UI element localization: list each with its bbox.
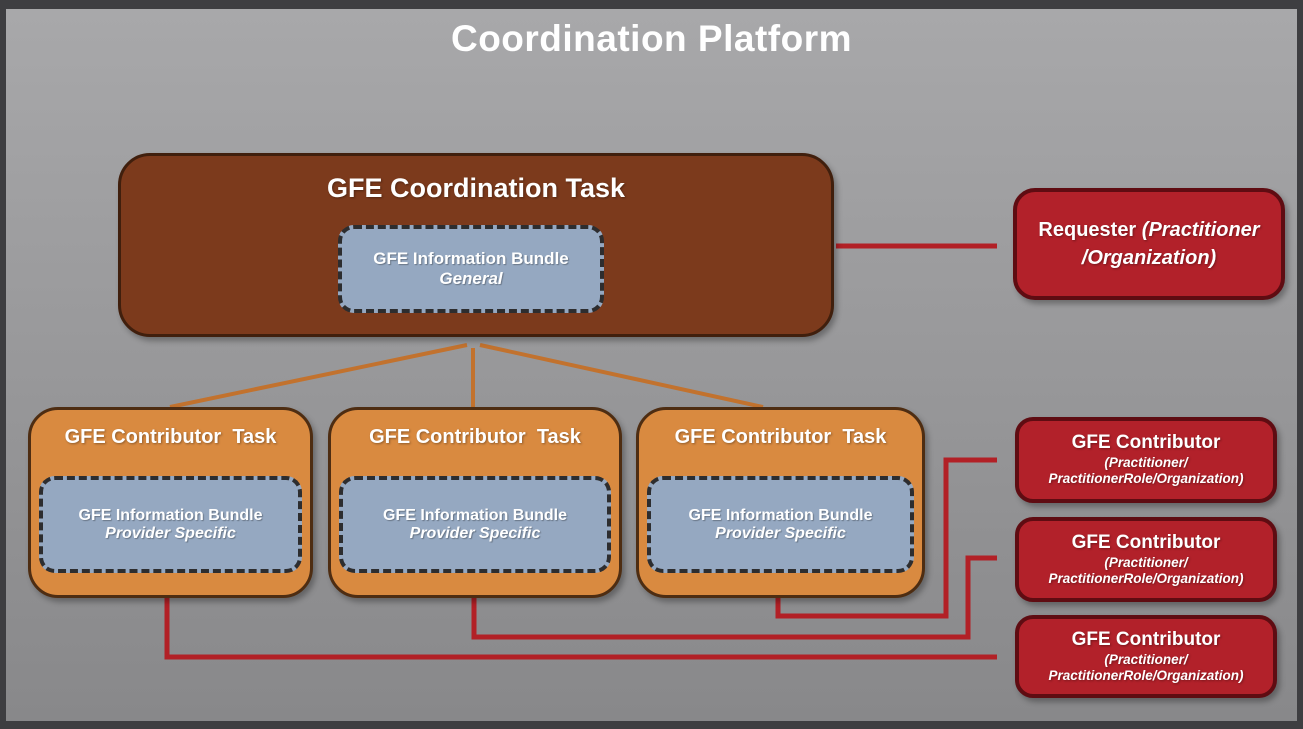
contributor-label: GFE Contributor <box>1071 531 1221 553</box>
requester-box: Requester (Practitioner /Organization) <box>1013 188 1285 300</box>
coordination-task-label: GFE Coordination Task <box>326 173 625 203</box>
diagram-title: Coordination Platform <box>450 18 853 59</box>
arrow-task3-to-coordination <box>479 343 764 409</box>
gfe-contributor-box-1: GFE Contributor (Practitioner/ Practitio… <box>1015 417 1277 503</box>
gfe-information-bundle-provider-box-3: GFE Information Bundle Provider Specific <box>647 476 914 573</box>
arrow-task3-to-contributor1 <box>775 457 997 619</box>
bundle-label: GFE Information Bundle <box>688 506 873 524</box>
gfe-information-bundle-provider-box-1: GFE Information Bundle Provider Specific <box>39 476 302 573</box>
gfe-contributor-task-box-3: GFE Contributor Task GFE Information Bun… <box>636 407 925 598</box>
bundle-label: GFE Information Bundle <box>383 506 567 524</box>
diagram-background <box>6 9 1297 721</box>
contributor-role-line2: PractitionerRole/Organization) <box>1048 471 1244 487</box>
contributor-label: GFE Contributor <box>1071 432 1221 454</box>
bundle-sublabel: Provider Specific <box>409 524 541 542</box>
contributor-label: GFE Contributor <box>1071 628 1221 650</box>
contributor-task-label: GFE Contributor Task <box>64 426 277 448</box>
gfe-contributor-task-box-2: GFE Contributor Task GFE Information Bun… <box>328 407 622 598</box>
arrow-task1-to-contributor3 <box>164 598 997 660</box>
bundle-sublabel: Provider Specific <box>715 524 846 542</box>
requester-role-line2: /Organization) <box>1081 247 1217 269</box>
contributor-role-line1: (Practitioner/ <box>1104 651 1188 667</box>
requester-label: Requester (Practitioner /Organization) <box>1038 216 1259 272</box>
contributor-task-label: GFE Contributor Task <box>369 426 581 448</box>
contributor-task-label: GFE Contributor Task <box>674 426 887 448</box>
arrow-task1-to-coordination <box>169 343 468 409</box>
contributor-role-line2: PractitionerRole/Organization) <box>1048 667 1244 683</box>
gfe-information-bundle-provider-box-2: GFE Information Bundle Provider Specific <box>339 476 611 573</box>
contributor-role-line2: PractitionerRole/Organization) <box>1048 570 1244 586</box>
gfe-contributor-box-2: GFE Contributor (Practitioner/ Practitio… <box>1015 517 1277 602</box>
bundle-sublabel: Provider Specific <box>105 524 236 542</box>
arrow-task2-to-contributor2 <box>471 555 997 640</box>
contributor-role-line1: (Practitioner/ <box>1104 554 1188 570</box>
gfe-contributor-task-box-1: GFE Contributor Task GFE Information Bun… <box>28 407 313 598</box>
requester-role-line1: (Practitioner <box>1141 219 1260 241</box>
requester-name: Requester <box>1038 219 1142 241</box>
contributor-role-line1: (Practitioner/ <box>1104 455 1188 471</box>
gfe-coordination-task-box: GFE Coordination Task GFE Information Bu… <box>118 153 834 337</box>
gfe-contributor-box-3: GFE Contributor (Practitioner/ Practitio… <box>1015 615 1277 698</box>
bundle-sublabel: General <box>439 269 503 288</box>
bundle-label: GFE Information Bundle <box>373 249 569 268</box>
bundle-label: GFE Information Bundle <box>78 506 263 524</box>
gfe-information-bundle-general-box: GFE Information Bundle General <box>338 225 604 313</box>
